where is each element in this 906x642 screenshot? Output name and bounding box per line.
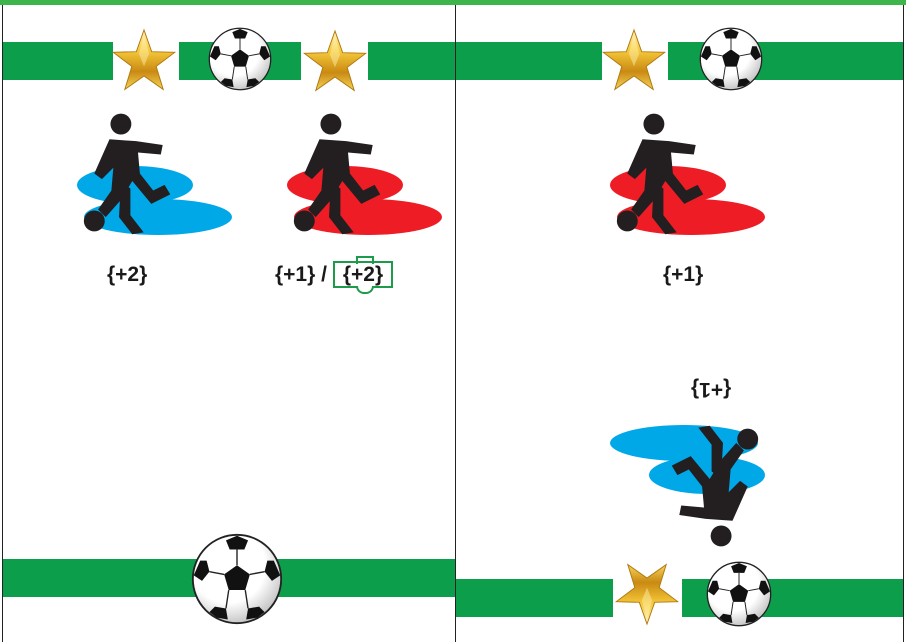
bonus-label: {+1} (663, 263, 703, 287)
top-bar-segment (368, 42, 456, 80)
bonus-primary: {+1} (275, 263, 315, 286)
goal-bonus-box: {+2} (333, 261, 393, 288)
top-bar-segment (3, 42, 113, 80)
bonus-separator: / (321, 263, 327, 286)
top-bar-segment (456, 42, 602, 80)
blue-player-zone-upside-down[interactable] (604, 420, 769, 555)
right-card[interactable]: {+1} {+1} (456, 5, 904, 642)
soccer-ball-icon (706, 561, 772, 627)
red-player-zone[interactable] (606, 105, 771, 240)
bonus-label-red: {+1} / {+2} (275, 263, 393, 287)
soccer-ball-icon (191, 533, 283, 625)
star-icon (601, 28, 667, 92)
soccer-ball-icon (208, 27, 272, 91)
bonus-label-upside-down: {+1} (691, 377, 731, 401)
bottom-bar-segment (456, 579, 613, 617)
red-player-zone[interactable] (283, 105, 448, 240)
bonus-label: {+2} (107, 263, 147, 287)
blue-player-zone[interactable] (73, 105, 238, 240)
star-icon (302, 29, 368, 93)
soccer-ball-icon (699, 27, 763, 91)
star-icon (614, 562, 680, 626)
star-icon (111, 28, 177, 92)
left-card[interactable]: {+2} {+1} / {+2} (2, 5, 456, 642)
